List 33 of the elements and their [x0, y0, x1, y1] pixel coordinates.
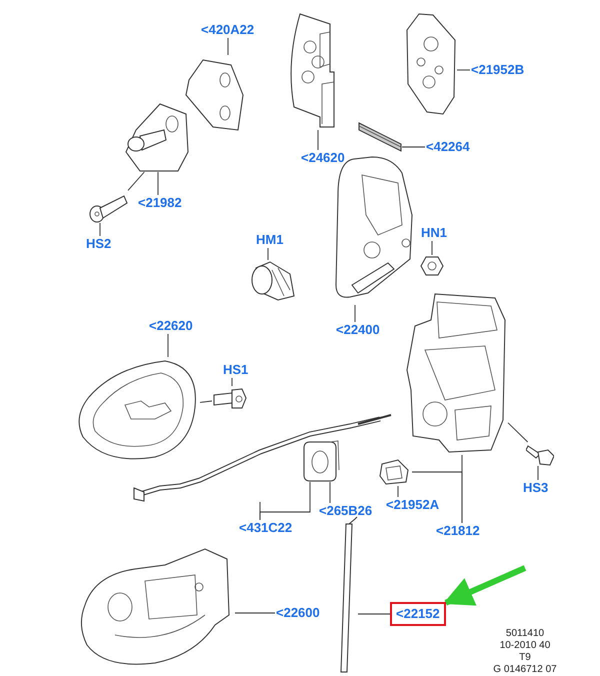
leader-line — [234, 612, 276, 614]
leader-line — [200, 400, 212, 403]
part-number: <22620 — [148, 318, 194, 334]
strip-drawing — [357, 120, 402, 152]
part-number: <21812 — [435, 523, 481, 539]
part-number: <21952B — [470, 62, 526, 78]
part-number: HN1 — [420, 225, 448, 241]
reference-code: 10-2010 40 — [498, 640, 552, 652]
part-number: <42264 — [425, 139, 471, 155]
leader-line — [260, 482, 310, 520]
leader-line — [128, 172, 145, 191]
part-number: HS2 — [85, 236, 112, 252]
part-number: HS3 — [522, 480, 550, 496]
part-number: <420A22 — [200, 22, 256, 38]
part-number: HS1 — [222, 362, 250, 378]
reference-code: G 0146712 07 — [492, 664, 558, 676]
part-number: <21952A — [385, 497, 440, 513]
pad-drawing — [405, 12, 457, 117]
part-number: <21982 — [137, 195, 183, 211]
part-number: <22400 — [335, 322, 381, 338]
part-number: <22600 — [275, 605, 321, 621]
part-number: <431C22 — [238, 520, 294, 536]
leader-line — [402, 146, 426, 148]
leader-line — [354, 304, 356, 322]
part-number: <265B26 — [318, 503, 374, 519]
leader-line — [508, 422, 528, 442]
reference-code: 5011410 — [504, 628, 546, 640]
reference-code: T9 — [518, 652, 532, 664]
nut-drawing — [420, 255, 444, 277]
part-number: <24620 — [300, 150, 346, 166]
part-number: HM1 — [255, 232, 284, 248]
part-number: <22152 — [390, 602, 446, 626]
arrow — [443, 565, 526, 606]
